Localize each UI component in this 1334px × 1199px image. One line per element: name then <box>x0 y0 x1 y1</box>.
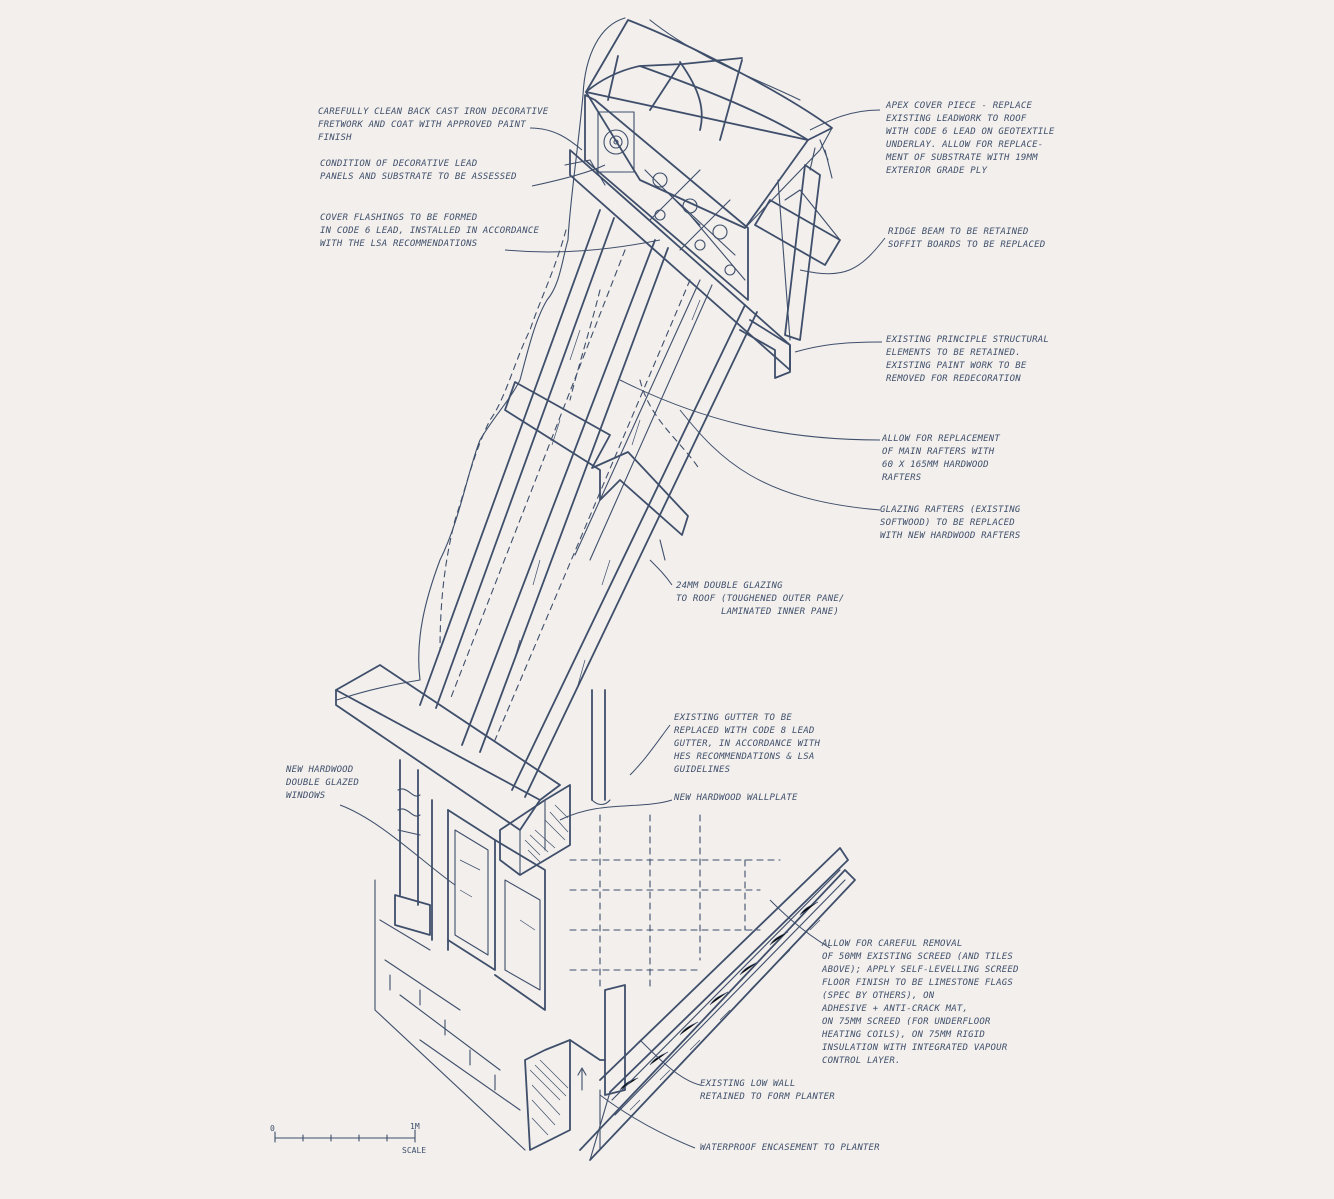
masonry-wall <box>374 879 626 1151</box>
scale-bar <box>274 1129 416 1143</box>
note-fretwork: CAREFULLY CLEAN BACK CAST IRON DECORATIV… <box>318 107 549 143</box>
floor-grid <box>569 814 781 991</box>
planter-wall <box>579 847 856 1161</box>
note-ridge-beam: RIDGE BEAM TO BE RETAINED SOFFIT BOARDS … <box>888 227 1046 250</box>
leader-lines <box>339 109 886 1149</box>
note-wallplate: NEW HARDWOOD WALLPLATE <box>674 793 798 803</box>
note-apex-cover: APEX COVER PIECE - REPLACE EXISTING LEAD… <box>886 101 1055 176</box>
break-outline <box>335 17 801 701</box>
main-rafters <box>419 209 758 798</box>
break-line <box>504 381 689 561</box>
note-gutter: EXISTING GUTTER TO BE REPLACED WITH CODE… <box>674 713 821 775</box>
apex-cover <box>585 19 833 229</box>
scale-end-label: 1M <box>410 1122 420 1131</box>
note-glazing-rafters: GLAZING RAFTERS (EXISTING SOFTWOOD) TO B… <box>880 505 1021 541</box>
note-cover-flashings: COVER FLASHINGS TO BE FORMED IN CODE 6 L… <box>320 213 540 249</box>
glazing-hatch <box>512 299 701 686</box>
scale-title: SCALE <box>402 1146 427 1155</box>
window-column <box>394 759 546 1011</box>
principal-structure <box>564 149 791 379</box>
scale-zero-label: 0 <box>270 1124 275 1133</box>
note-screed: ALLOW FOR CAREFUL REMOVAL OF 50mm EXISTI… <box>822 939 1019 1066</box>
note-double-glazing: 24mm DOUBLE GLAZING TO ROOF (TOUGHENED O… <box>676 581 845 617</box>
gutter <box>335 664 611 876</box>
note-waterproof: WATERPROOF ENCASEMENT TO PLANTER <box>700 1143 880 1153</box>
note-windows: NEW HARDWOOD DOUBLE GLAZED WINDOWS <box>286 765 360 801</box>
note-main-rafters: ALLOW FOR REPLACEMENT OF MAIN RAFTERS WI… <box>882 434 1000 483</box>
ridge-beam <box>754 139 841 341</box>
note-low-wall: EXISTING LOW WALL RETAINED TO FORM PLANT… <box>700 1079 835 1102</box>
note-lead-panels: CONDITION OF DECORATIVE LEAD PANELS AND … <box>320 159 517 182</box>
fretwork-panel <box>584 94 749 301</box>
note-structural-elements: EXISTING PRINCIPLE STRUCTURAL ELEMENTS T… <box>886 335 1049 384</box>
